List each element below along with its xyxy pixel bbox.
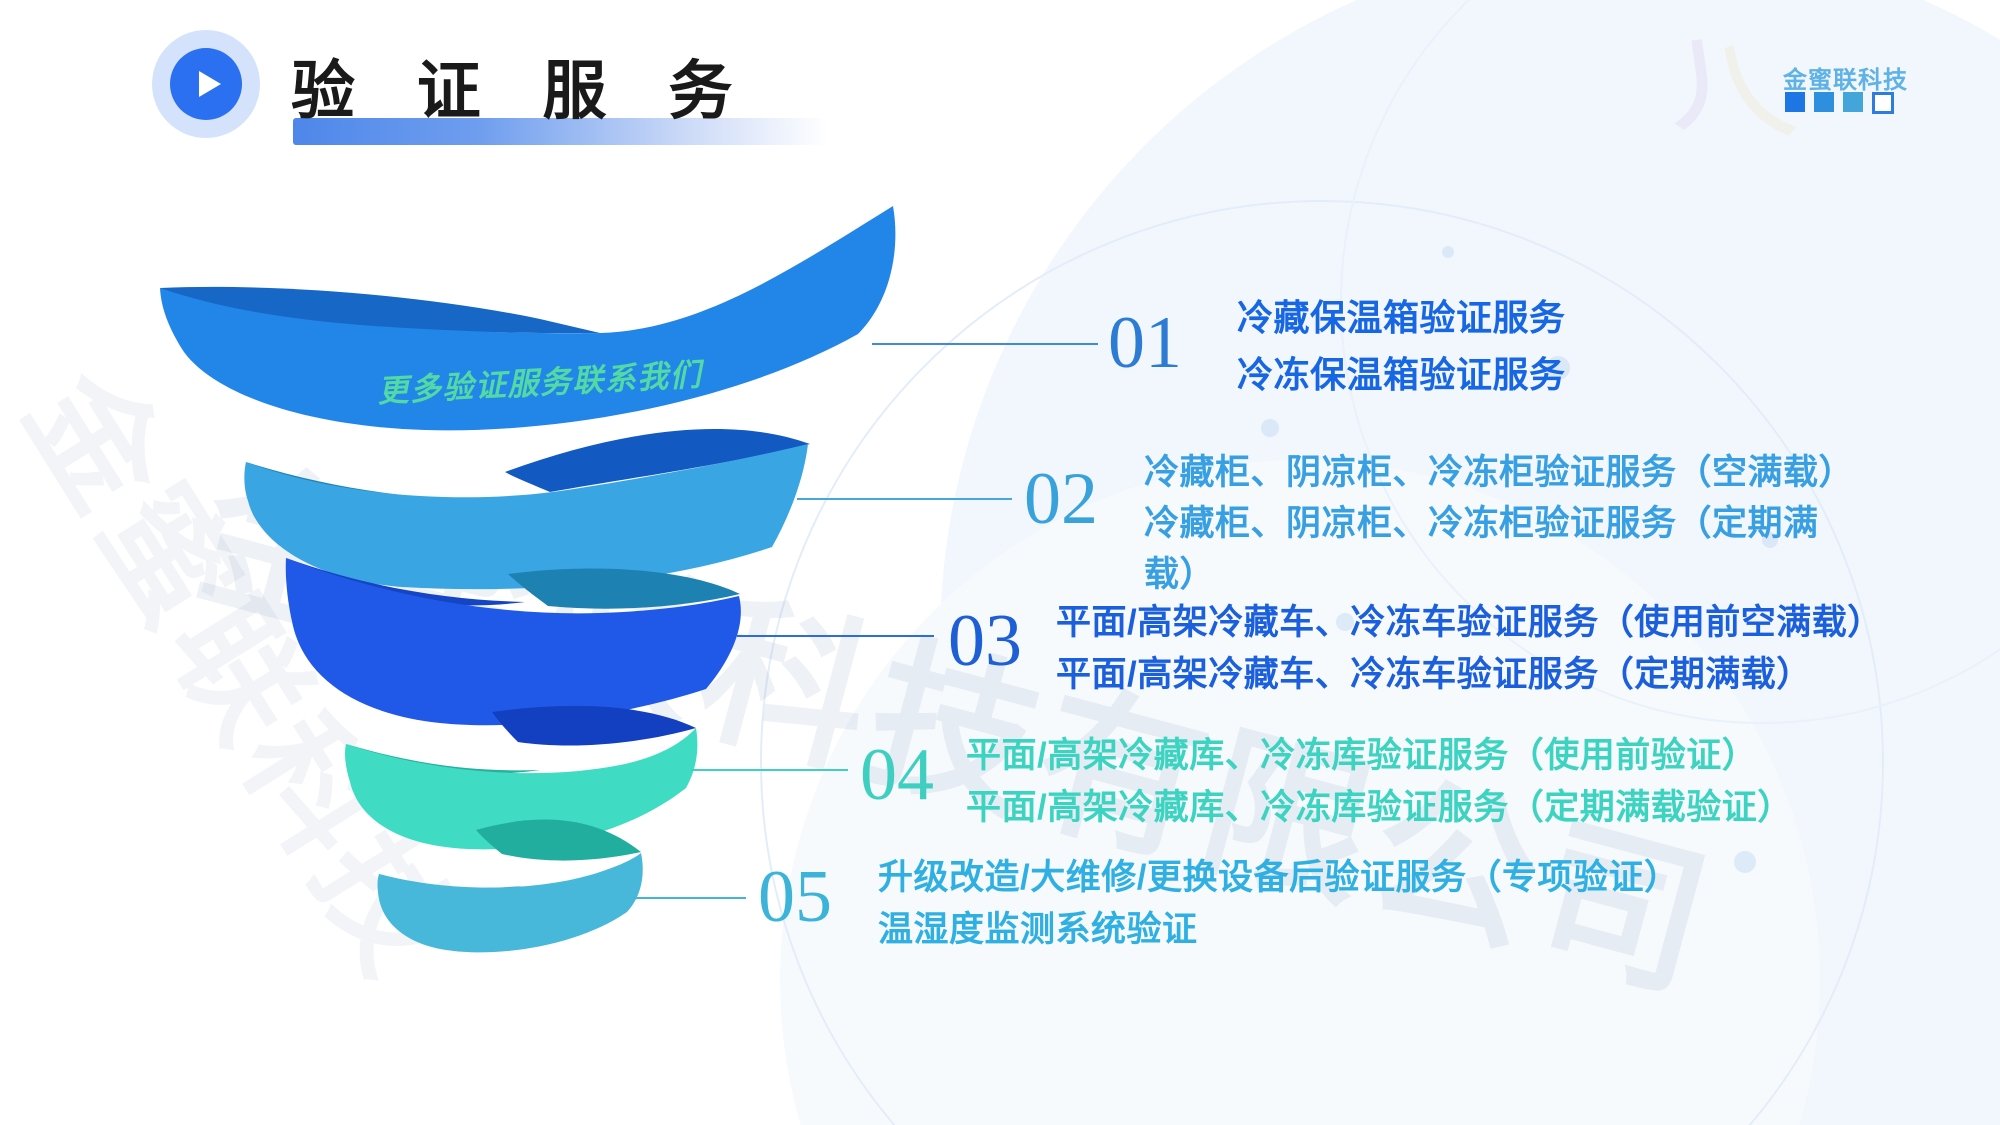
logo-square (1785, 92, 1805, 112)
background-dot (1734, 851, 1756, 873)
background-dot (1261, 419, 1279, 437)
funnel-band-5 (377, 853, 643, 953)
item-line: 平面/高架冷藏车、冷冻车验证服务（使用前空满载） (1056, 603, 1883, 642)
item-line: 平面/高架冷藏库、冷冻库验证服务（定期满载验证） (966, 788, 1793, 827)
background-dot (1762, 532, 1778, 548)
logo-mark-ghost: 乀 (1703, 33, 1810, 149)
item-line: 冷藏柜、阴凉柜、冷冻柜验证服务（空满载） (1144, 453, 1855, 492)
funnel-twist-2 (508, 568, 740, 609)
background-dot (1336, 613, 1354, 631)
funnel-twist-1 (505, 428, 810, 492)
company-logo: 丿 乀 金蜜联科技 (1640, 20, 1940, 149)
logo-square-outline (1872, 92, 1894, 114)
item-line: 升级改造/大维修/更换设备后验证服务（专项验证） (878, 858, 1680, 897)
item-line: 冷冻保温箱验证服务 (1237, 354, 1566, 395)
item-line: 平面/高架冷藏库、冷冻库验证服务（使用前验证） (966, 736, 1758, 775)
play-triangle-icon (199, 71, 221, 97)
logo-company-name: 金蜜联科技 (1783, 67, 1908, 94)
title-underline (293, 118, 828, 145)
background-dot (1546, 356, 1570, 380)
item-line: 平面/高架冷藏车、冷冻车验证服务（定期满载） (1056, 655, 1812, 694)
item-number-3: 03 (948, 600, 1022, 682)
item-line: 冷藏保温箱验证服务 (1237, 297, 1566, 338)
funnel-twist-3 (492, 705, 696, 746)
funnel-twist-4 (476, 819, 641, 861)
item-text-2: 冷藏柜、阴凉柜、冷冻柜验证服务（空满载） 冷藏柜、阴凉柜、冷冻柜验证服务（定期满… (1144, 447, 1854, 600)
logo-squares (1785, 92, 1894, 114)
item-number-1: 01 (1108, 302, 1182, 384)
funnel-band-4 (345, 728, 698, 850)
page-title: 验 证 服 务 (291, 55, 755, 127)
item-number-5: 05 (758, 856, 832, 938)
item-text-3: 平面/高架冷藏车、冷冻车验证服务（使用前空满载） 平面/高架冷藏车、冷冻车验证服… (1056, 597, 1883, 701)
item-line: 冷藏柜、阴凉柜、冷冻柜验证服务（定期满 (1144, 504, 1819, 543)
background-dot (1442, 246, 1454, 258)
item-text-5: 升级改造/大维修/更换设备后验证服务（专项验证） 温湿度监测系统验证 (878, 852, 1679, 956)
item-text-4: 平面/高架冷藏库、冷冻库验证服务（使用前验证） 平面/高架冷藏库、冷冻库验证服务… (966, 730, 1793, 834)
logo-square (1814, 92, 1834, 112)
funnel-band-3 (285, 558, 741, 726)
funnel-band-1 (160, 206, 896, 431)
funnel-band-1-fold (160, 286, 600, 334)
item-line: 温湿度监测系统验证 (878, 910, 1198, 949)
logo-square (1843, 92, 1863, 112)
item-text-1: 冷藏保温箱验证服务 冷冻保温箱验证服务 (1237, 289, 1566, 403)
funnel-band-2 (244, 444, 808, 590)
item-number-4: 04 (860, 734, 934, 816)
item-line: 载） (1144, 555, 1216, 594)
item-number-2: 02 (1024, 458, 1098, 540)
